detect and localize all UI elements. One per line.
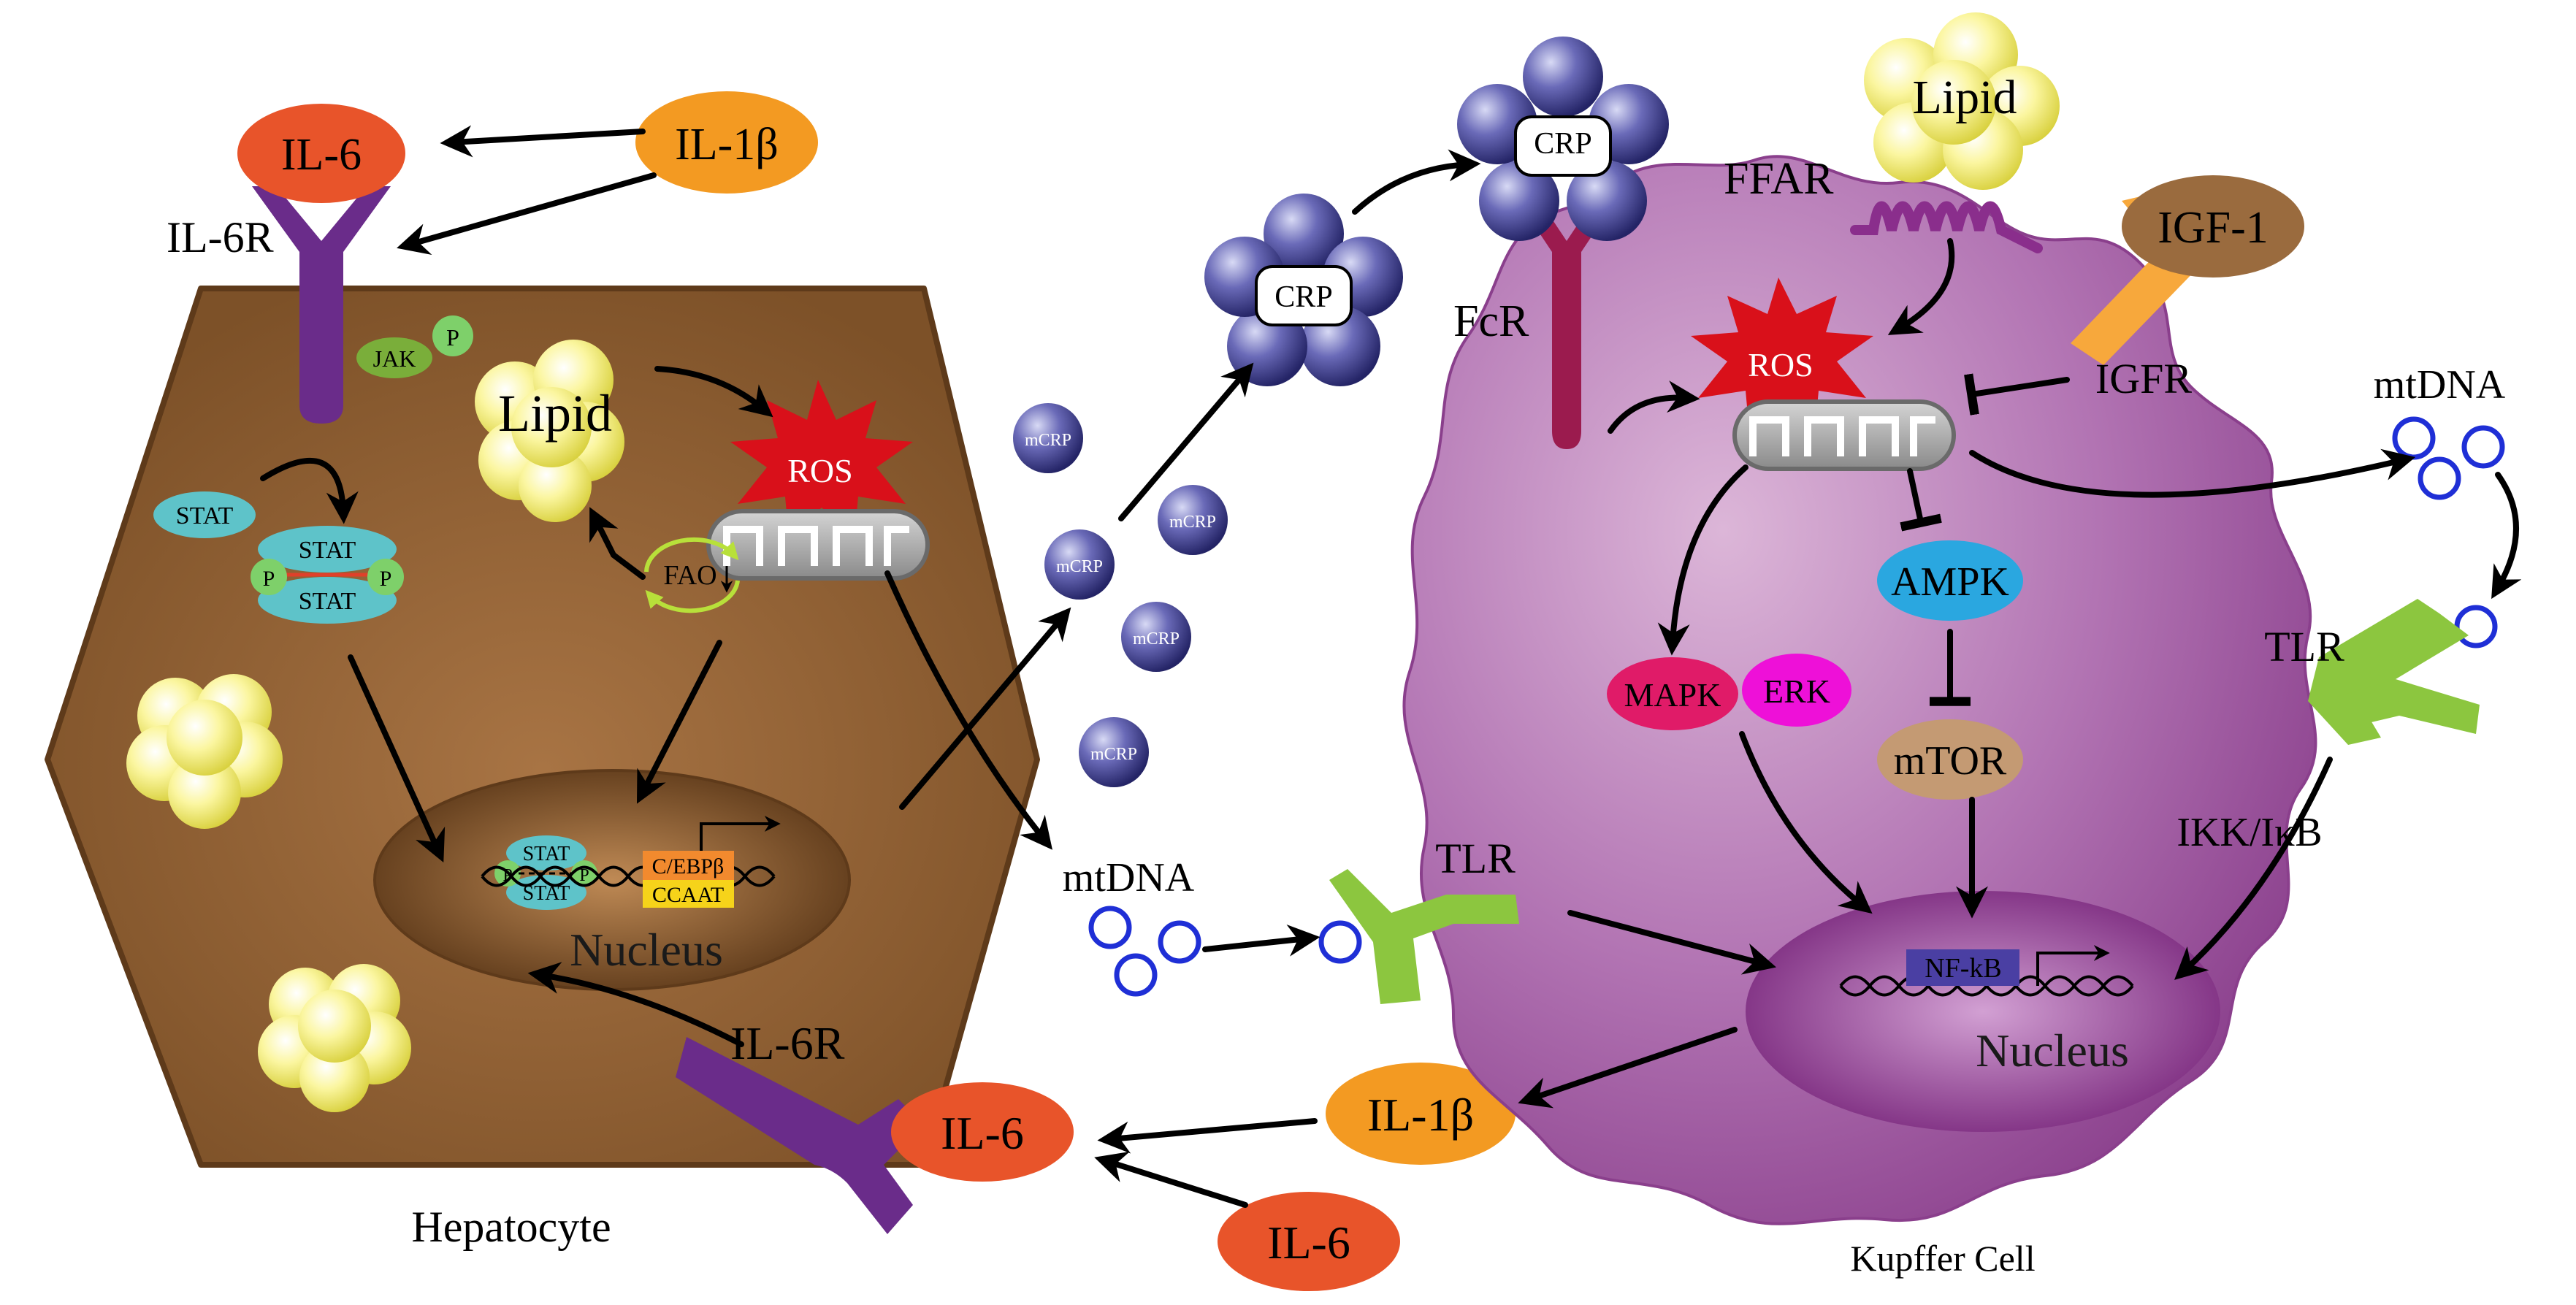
mcrp-molecule — [1044, 529, 1115, 600]
fcr-receptor — [1523, 208, 1610, 449]
kupffer-nucleus — [1746, 891, 2220, 1132]
nuclear-stat-dimer — [494, 835, 597, 910]
kupffer-lipid-label: Lipid — [1913, 71, 2017, 124]
mcrp-label: mCRP — [1090, 745, 1137, 764]
fcr-label: FcR — [1453, 296, 1529, 346]
nuclear-stat-p-right: P — [579, 866, 589, 885]
ampk-label: AMPK — [1891, 559, 2009, 605]
mcrp-label: mCRP — [1169, 513, 1216, 532]
tlr-label-mid: TLR — [1435, 835, 1516, 882]
mcrp-label: mCRP — [1133, 629, 1180, 648]
tlr-label-right: TLR — [2264, 623, 2344, 670]
stat-dimer-lower-label: STAT — [299, 588, 356, 615]
mtdna-label-mid: mtDNA — [1063, 855, 1195, 900]
mtor-label: mTOR — [1894, 738, 2007, 784]
kupffer-nucleus-label: Nucleus — [1976, 1025, 2129, 1076]
il6-ligand-mid — [891, 1082, 1074, 1182]
mcrp-molecule — [1079, 717, 1149, 787]
erk-node — [1742, 654, 1851, 727]
ros-burst-hep — [730, 380, 913, 537]
jak-kinase — [356, 337, 432, 378]
jak-label: JAK — [373, 345, 416, 372]
il1b-ligand-top — [635, 91, 818, 194]
phosphate-jak-label: P — [446, 324, 459, 351]
tlr-receptor-right — [2308, 599, 2480, 745]
mcrp-molecule — [1121, 602, 1191, 672]
fao-cycle — [644, 537, 740, 613]
inhibition-lines — [1900, 373, 2070, 706]
transcription-start-kup — [2036, 945, 2110, 986]
crp-pentamer — [1204, 194, 1403, 386]
mapk-label: MAPK — [1624, 676, 1721, 713]
lipid-droplet — [126, 674, 283, 829]
igf1-label: IGF-1 — [2158, 203, 2269, 253]
ros-burst-kupffer — [1691, 278, 1873, 431]
igf1-ligand — [2122, 175, 2304, 278]
lipid-droplet — [258, 964, 411, 1112]
hepatocyte-nucleus-label: Nucleus — [570, 924, 723, 976]
lipid-droplet — [475, 340, 624, 522]
kupffer-label: Kupffer Cell — [1850, 1238, 2035, 1279]
stat-dimer-upper-label: STAT — [299, 537, 356, 564]
ccaat-label: CCAAT — [652, 883, 724, 907]
stat-dimer — [251, 526, 404, 624]
il6-ligand-bottom — [1218, 1192, 1400, 1291]
nfkb-label: NF-kB — [1925, 953, 2002, 984]
il6r-label-top: IL-6R — [167, 213, 274, 261]
crp-bound-label: CRP — [1534, 127, 1591, 161]
mcrp-label: mCRP — [1025, 431, 1071, 450]
tlr-receptor-mid — [1329, 869, 1519, 1004]
cebpb-box — [643, 851, 734, 880]
il6-ligand-top — [237, 104, 405, 203]
il1b-ligand-bottom — [1326, 1063, 1516, 1165]
mtor-node — [1877, 719, 2023, 800]
mtdna-ring-tlr — [1318, 920, 1362, 964]
mitochondrion-kupffer — [1732, 399, 1956, 471]
mcrp-molecule — [1013, 403, 1083, 473]
transcription-start-hep — [700, 816, 781, 851]
il1b-label-bottom: IL-1β — [1367, 1089, 1474, 1141]
stat-label: STAT — [176, 502, 234, 529]
mapk-node — [1607, 657, 1738, 730]
stat-dimer-p-left: P — [263, 567, 275, 591]
crp-pentamer-bound — [1457, 37, 1669, 241]
il6r-receptor-top — [252, 186, 391, 424]
fao-label: FAO — [663, 560, 716, 591]
lipid-droplet-kupffer — [1864, 12, 2060, 190]
il6r-receptor-bottom — [676, 1037, 924, 1234]
igfr-label: IGFR — [2095, 355, 2192, 402]
nfkb-box — [1906, 949, 2019, 986]
ccaat-box — [643, 880, 734, 908]
crp-label: CRP — [1274, 280, 1332, 314]
stat-dimer-p-right: P — [380, 567, 392, 591]
stat-monomer — [153, 491, 256, 538]
ros-label-hep: ROS — [787, 452, 852, 489]
pathway-arrows — [260, 125, 2522, 1208]
il1b-label-top: IL-1β — [675, 120, 779, 169]
nuclear-stat-upper-label: STAT — [523, 843, 570, 865]
mitochondrion-hep — [706, 509, 930, 581]
phosphate-jak — [432, 315, 473, 356]
ffar-receptor — [1850, 201, 2043, 253]
il6r-label-bottom: IL-6R — [730, 1017, 845, 1069]
mcrp-label: mCRP — [1056, 557, 1103, 576]
il6-label-bottom: IL-6 — [1267, 1217, 1350, 1268]
il6-label-top: IL-6 — [281, 130, 362, 180]
ffar-label: FFAR — [1724, 154, 1834, 204]
mcrp-molecule — [1158, 485, 1228, 555]
hepatocyte-label: Hepatocyte — [411, 1203, 611, 1251]
cebpb-label: C/EBPβ — [652, 854, 725, 879]
erk-label: ERK — [1763, 673, 1830, 710]
hepatocyte-lipid-label: Lipid — [498, 384, 612, 443]
mtdna-rings-mid — [1088, 906, 1201, 997]
ros-label-kupffer: ROS — [1748, 346, 1813, 383]
ampk-node — [1877, 540, 2023, 621]
il6-label-mid: IL-6 — [941, 1107, 1024, 1159]
mtdna-label-right: mtDNA — [2374, 362, 2506, 407]
